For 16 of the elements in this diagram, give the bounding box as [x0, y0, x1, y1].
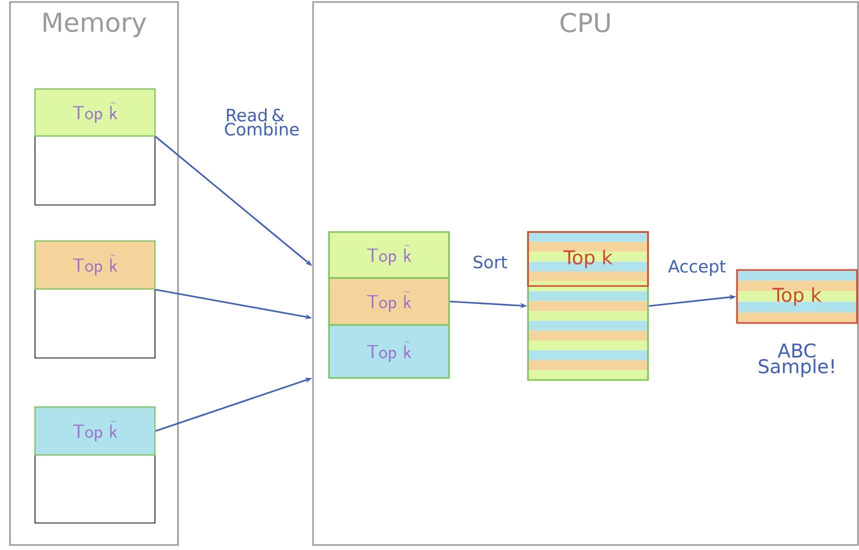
data-block: $\mathsf{Top}\ \tilde{\mathsf{k}}$	[328, 277, 450, 326]
memory-block: $\mathsf{Top}\ \tilde{\mathsf{k}}$	[34, 406, 156, 524]
node-label: $\mathsf{Top}\ \tilde{\mathsf{k}}$	[73, 254, 118, 276]
note-text: ABC Sample!	[758, 343, 834, 378]
edge-label: Sort	[472, 254, 508, 270]
memory-block: $\mathsf{Top}\ \tilde{\mathsf{k}}$	[34, 240, 156, 358]
node-label: $\mathsf{Top}\ \tilde{\mathsf{k}}$	[73, 420, 118, 442]
memory-block: $\mathsf{Top}\ \tilde{\mathsf{k}}$	[34, 88, 156, 206]
node-label: $\mathsf{Top}\ \tilde{\mathsf{k}}$	[73, 102, 118, 123]
edge-label: Accept	[667, 259, 727, 277]
sorted-column	[527, 231, 649, 381]
data-block: $\mathsf{Top}\ \tilde{\mathsf{k}}$	[328, 324, 450, 379]
data-block: $\mathsf{Top}\ \tilde{\mathsf{k}}$	[328, 231, 450, 279]
result-box: Top k	[736, 269, 858, 324]
selection-box: Top k	[527, 231, 649, 287]
annotation-text: Read & Combine	[224, 108, 299, 136]
